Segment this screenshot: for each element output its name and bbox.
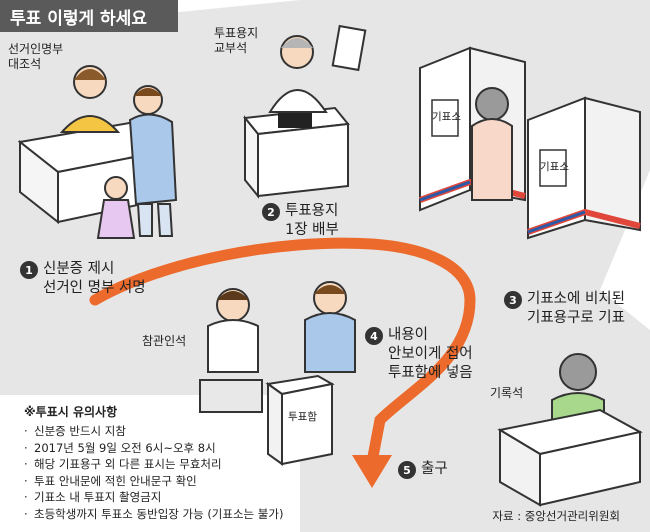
step-number: 3 [504, 291, 522, 309]
notes-list: 신분증 반드시 지참 2017년 5월 9일 오전 6시~오후 8시 해당 기표… [24, 423, 284, 522]
page-title: 투표 이렇게 하세요 [0, 0, 178, 32]
step-number: 4 [365, 327, 383, 345]
booth-sign-right: 기표소 [540, 161, 569, 173]
list-item: 2017년 5월 9일 오전 6시~오후 8시 [24, 440, 284, 457]
route-arrow-head [352, 455, 392, 488]
booth-sign-left: 기표소 [432, 111, 461, 123]
voting-booths [418, 46, 641, 240]
list-item: 기표소 내 투표지 촬영금지 [24, 489, 284, 506]
writing-desk-scene [497, 353, 643, 507]
step-5: 5 출구 [398, 460, 448, 479]
registry-desk-scene [17, 65, 178, 239]
label-observer: 참관인석 [142, 334, 187, 348]
source-credit: 자료 : 중앙선거관리위원회 [492, 509, 620, 523]
ballot-box-label: 투표함 [288, 411, 317, 423]
label-registry-desk: 선거인명부 대조석 [8, 42, 64, 71]
step-number: 5 [398, 461, 416, 479]
route-arrow [89, 237, 476, 468]
list-item: 해당 기표용구 외 다른 표시는 무효처리 [24, 456, 284, 473]
voting-notes: ※투표시 유의사항 신분증 반드시 지참 2017년 5월 9일 오전 6시~오… [24, 404, 284, 522]
list-item: 투표 안내문에 적힌 안내문구 확인 [24, 473, 284, 490]
notes-heading: ※투표시 유의사항 [24, 405, 118, 419]
list-item: 신분증 반드시 지참 [24, 423, 284, 440]
label-ballot-desk: 투표용지 교부석 [214, 26, 259, 55]
step-number: 1 [20, 261, 38, 279]
step-number: 2 [262, 203, 280, 221]
ballot-desk-scene [243, 24, 367, 199]
ballot-box-scene [199, 281, 356, 466]
list-item: 초등학생까지 투표소 동반입장 가능 (기표소는 불가) [24, 506, 284, 523]
label-writing-desk: 기록석 [490, 386, 524, 400]
